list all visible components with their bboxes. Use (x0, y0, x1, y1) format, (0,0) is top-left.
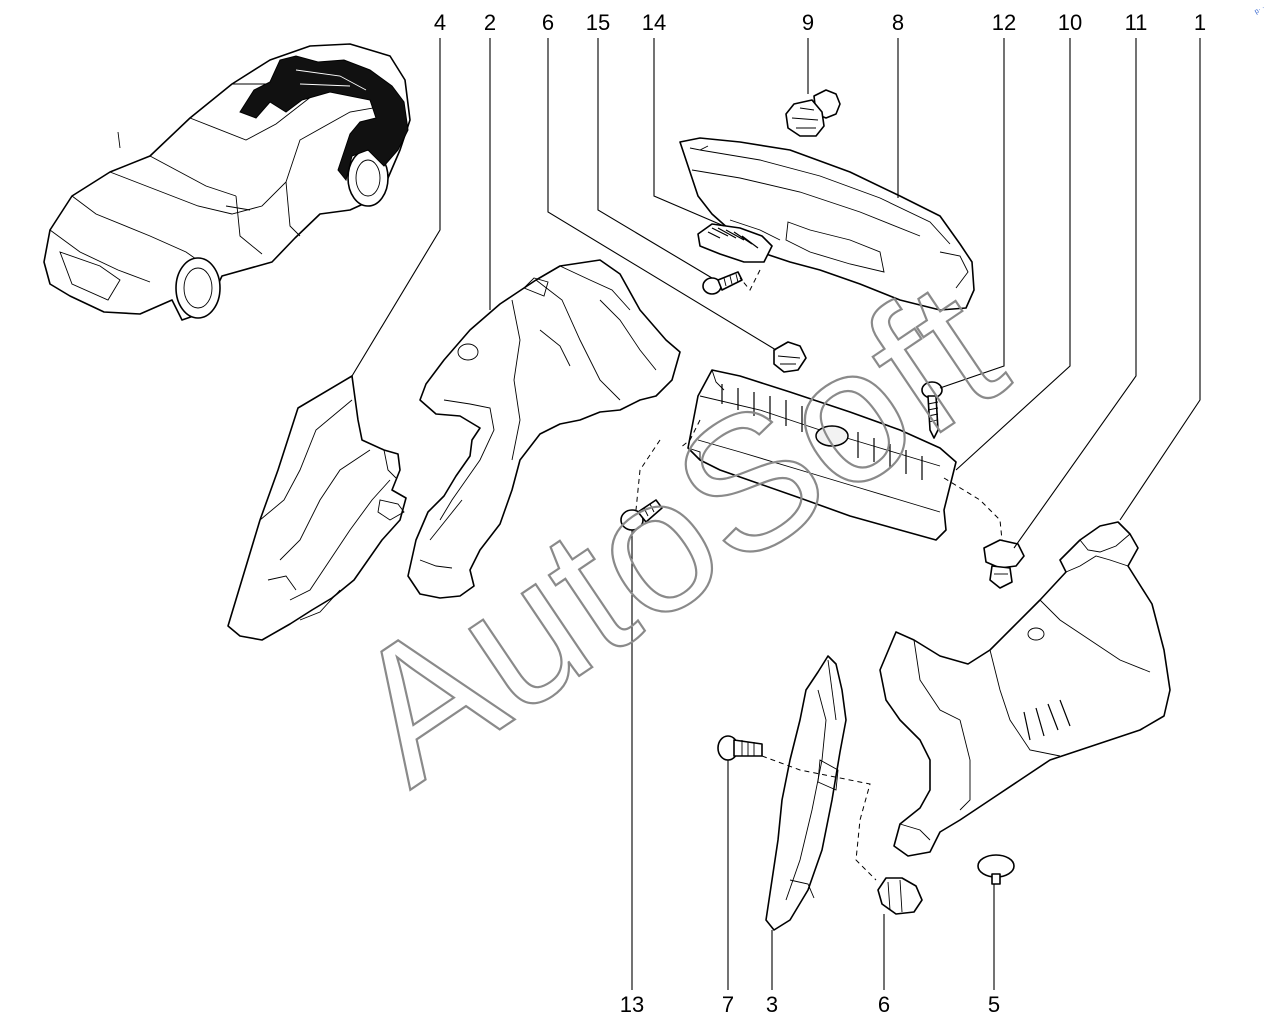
callout-5: 5 (988, 992, 1000, 1017)
part-14-lamp-assembly (697, 223, 773, 263)
part-8-rear-shelf-trim (679, 137, 975, 311)
callout-labels: 4 2 6 15 14 9 8 12 10 11 1 13 7 3 6 5 (434, 10, 1206, 1017)
part-9-clip (785, 89, 841, 137)
callout-8: 8 (892, 10, 904, 35)
part-1-right-wheel-arch-trim (879, 521, 1171, 857)
callout-4: 4 (434, 10, 446, 35)
callout-14: 14 (642, 10, 666, 35)
callout-11: 11 (1125, 10, 1148, 35)
callout-7: 7 (722, 992, 734, 1017)
assembly-dashed-lines (635, 269, 1003, 881)
callout-9: 9 (802, 10, 814, 35)
part-6-clip-lower (877, 877, 923, 915)
callout-15: 15 (586, 10, 610, 35)
part-10-rear-panel-trim (687, 369, 957, 541)
callout-12: 12 (992, 10, 1016, 35)
callout-1: 1 (1194, 10, 1206, 35)
callout-10: 10 (1058, 10, 1082, 35)
part-5-push-pin (977, 854, 1015, 885)
part-4-trunk-side-trim (227, 375, 407, 641)
callout-6-bottom: 6 (878, 992, 890, 1017)
leader-lines (351, 38, 1201, 990)
part-12-screw (921, 381, 943, 439)
part-2-left-wheel-arch-trim (407, 259, 681, 599)
part-7-screw (717, 735, 763, 761)
callout-2: 2 (484, 10, 496, 35)
callout-13: 13 (620, 992, 644, 1017)
part-11-clip (983, 539, 1025, 589)
callout-3: 3 (766, 992, 778, 1017)
corner-mark: p· · (1254, 4, 1267, 15)
callout-6-top: 6 (542, 10, 554, 35)
part-3-bracket-trim (765, 655, 847, 931)
part-15-screw (702, 271, 743, 295)
part-6-clip-upper (773, 341, 807, 373)
car-overview-illustration (43, 43, 411, 321)
